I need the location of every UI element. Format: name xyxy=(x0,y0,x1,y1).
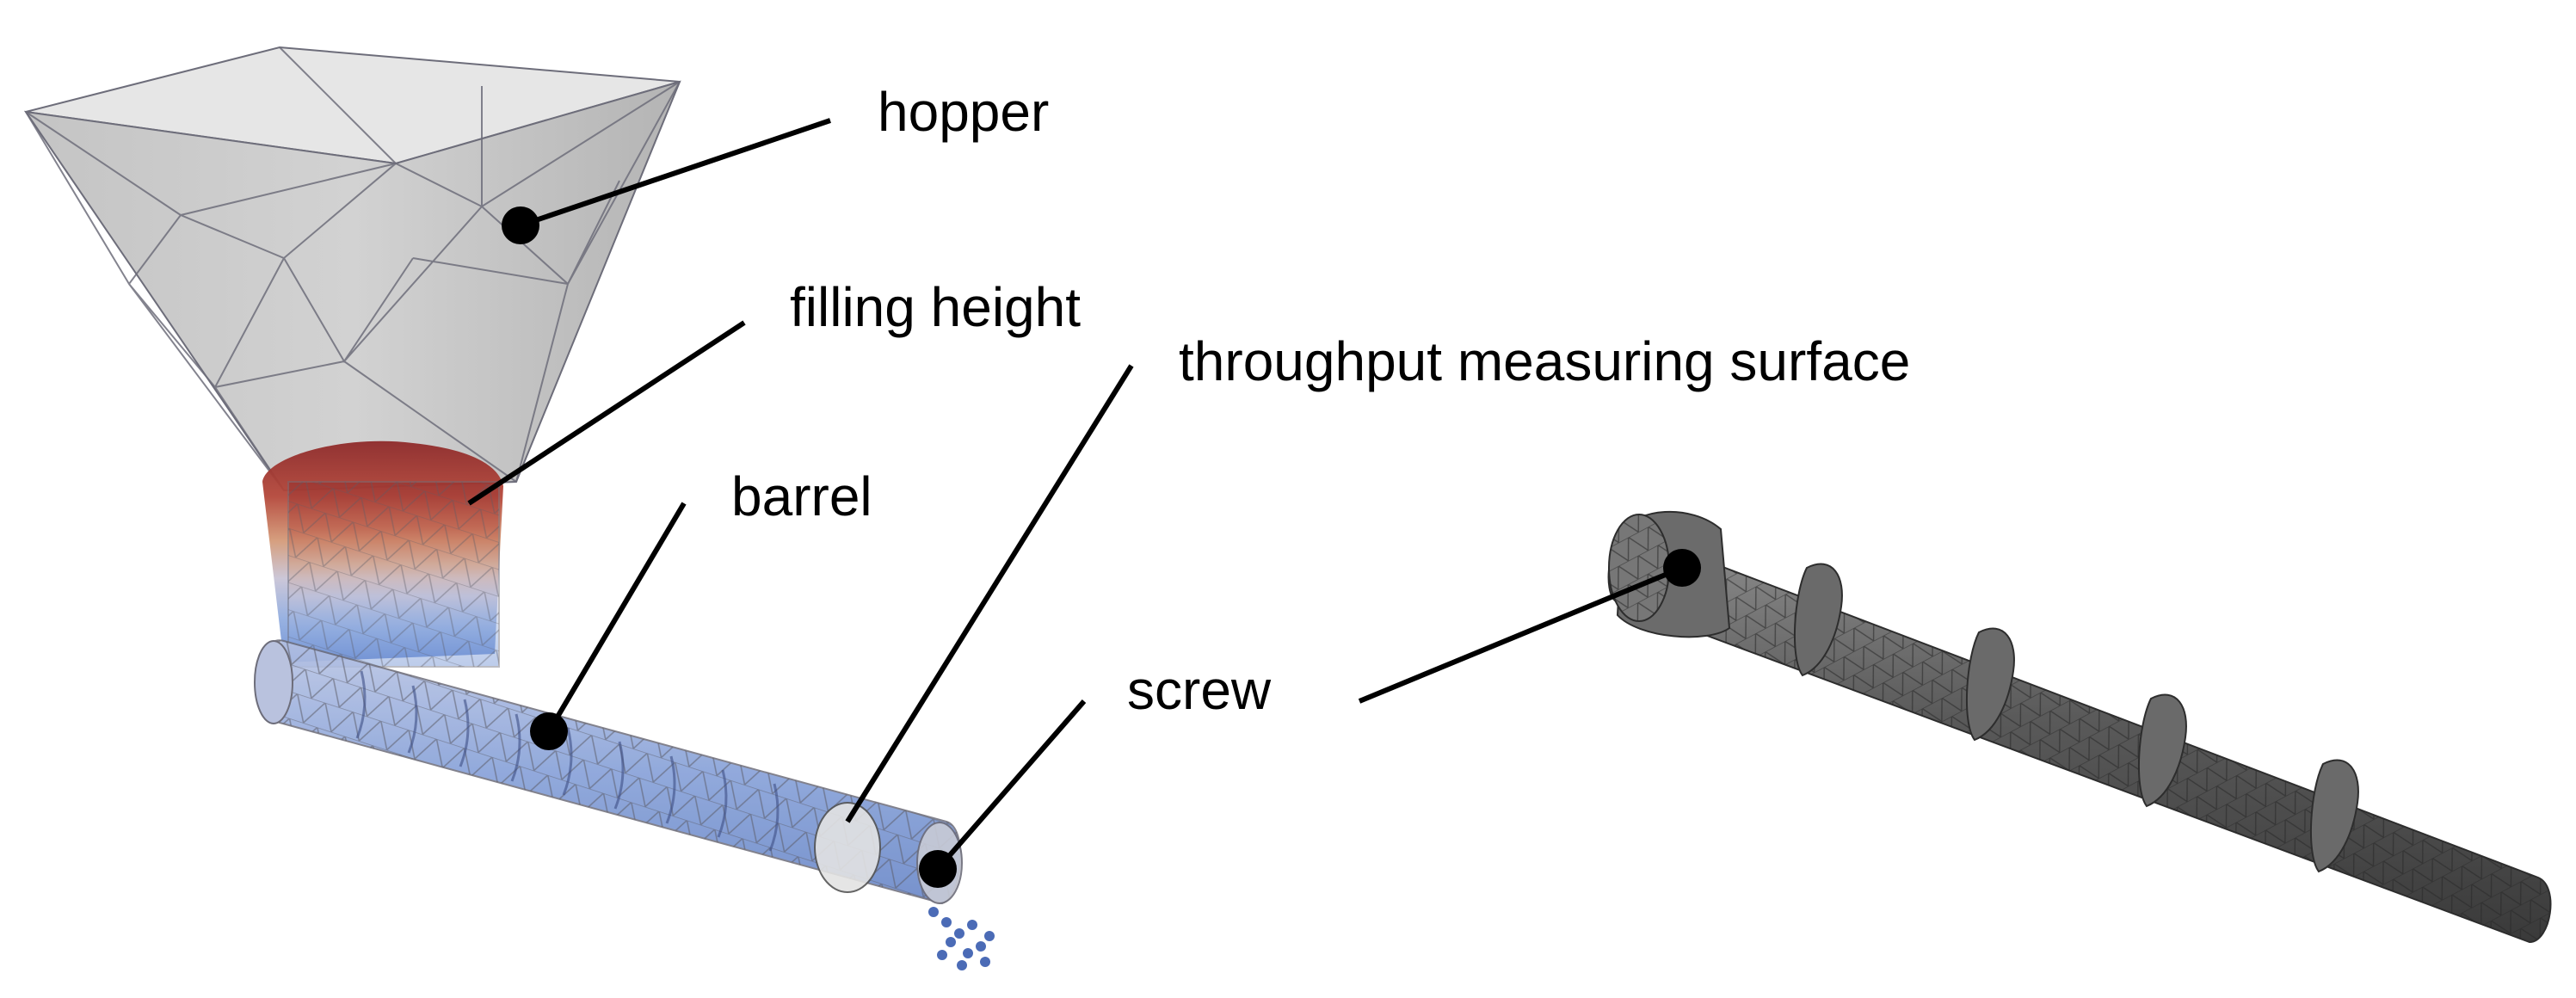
hopper-assembly xyxy=(23,46,995,970)
label-hopper: hopper xyxy=(878,81,1050,143)
exit-particles xyxy=(928,907,995,970)
barrel xyxy=(254,639,963,905)
screw-flights xyxy=(1793,563,2359,873)
dot-barrel xyxy=(530,712,568,750)
leader-hopper xyxy=(520,118,831,228)
leader-lines xyxy=(467,118,1684,871)
dot-screw-right xyxy=(1663,549,1701,587)
leader-filling-height xyxy=(467,320,746,506)
dot-hopper xyxy=(502,206,539,244)
dot-screw-left xyxy=(919,850,957,888)
leader-screw-right xyxy=(1358,565,1684,704)
leader-throughput xyxy=(845,364,1134,823)
label-filling-height: filling height xyxy=(790,276,1081,338)
screw-model xyxy=(1607,510,2552,944)
label-screw: screw xyxy=(1127,659,1272,721)
throughput-surface-disc xyxy=(814,802,881,893)
label-throughput-surface: throughput measuring surface xyxy=(1179,330,1911,392)
leader-dots xyxy=(502,206,1701,888)
leader-barrel xyxy=(546,502,687,733)
label-barrel: barrel xyxy=(731,465,872,527)
hopper-mesh xyxy=(25,46,681,491)
leader-screw-left xyxy=(935,699,1087,871)
